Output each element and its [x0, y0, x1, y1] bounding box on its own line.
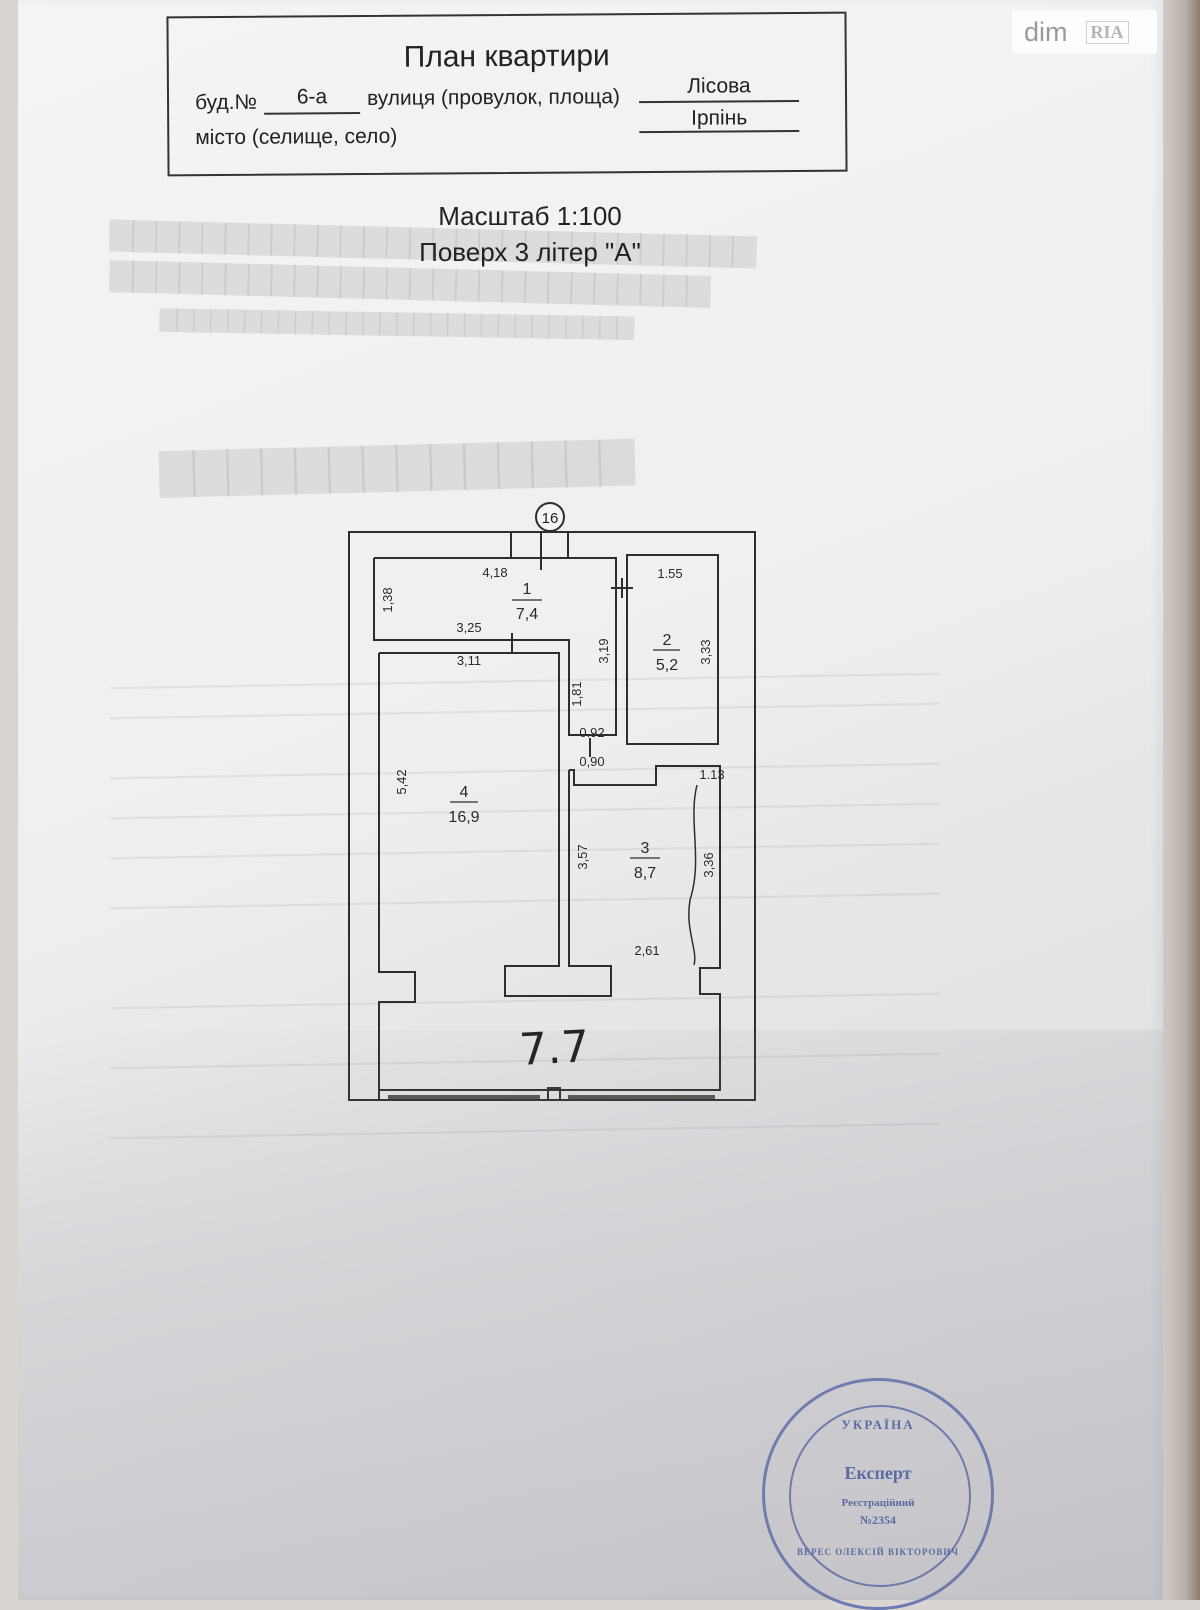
- room-1-area: 7,4: [516, 606, 538, 623]
- room-1-outline: [373, 557, 617, 736]
- stamp-role: Експерт: [844, 1463, 912, 1483]
- scale-text: Масштаб 1:100: [438, 201, 622, 231]
- dim-3-25: 3,25: [456, 620, 481, 635]
- stamp-reg-number: №2354: [859, 1513, 897, 1527]
- dim-1-13: 1.13: [699, 767, 724, 782]
- room-4-left-wall: [378, 653, 416, 1100]
- watermark-sub: RIA: [1085, 20, 1129, 44]
- floor-text: Поверх 3 літер "А": [419, 237, 641, 267]
- dim-5-42: 5,42: [394, 769, 409, 794]
- dim-4-18: 4,18: [482, 565, 507, 580]
- stamp-reg-label: Реєстраційний: [841, 1497, 915, 1509]
- axis-marker-label: 16: [542, 510, 559, 527]
- dim-0-92: 0.92: [579, 725, 604, 740]
- room-4-number: 4: [460, 784, 469, 801]
- watermark-brand: dim: [1024, 16, 1068, 47]
- dim-3-57: 3,57: [575, 844, 590, 869]
- dimria-watermark-logo: dim RIA: [1012, 10, 1157, 54]
- dim-3-11: 3,11: [457, 653, 481, 668]
- room-3-outline: [569, 765, 721, 1091]
- room-3-area: 8,7: [634, 865, 656, 882]
- room-4-outline: [379, 652, 612, 997]
- dim-1-81: 1,81: [569, 681, 584, 706]
- stamp-country: УКРАЇНА: [841, 1417, 915, 1432]
- dim-3-19: 3,19: [596, 638, 611, 663]
- dim-2-61: 2,61: [634, 943, 659, 958]
- expert-stamp: УКРАЇНА Експерт Реєстраційний №2354 ВЕРЕ…: [762, 1378, 994, 1610]
- dim-1-38: 1,38: [380, 587, 395, 612]
- scale-and-floor: Масштаб 1:100 Поверх 3 літер "А": [330, 198, 730, 270]
- room-4-area: 16,9: [448, 809, 479, 826]
- room-2-number: 2: [663, 632, 672, 649]
- dim-3-36: 3,36: [701, 852, 716, 877]
- dim-1-55: 1.55: [657, 566, 682, 581]
- stamp-inner-ring: [789, 1405, 971, 1587]
- room-3-number: 3: [641, 840, 650, 857]
- axis-marker-circle: [535, 502, 565, 532]
- dim-3-33: 3,33: [698, 639, 713, 664]
- room-2-area: 5,2: [656, 657, 678, 674]
- dim-0-90: 0,90: [579, 754, 604, 769]
- room-1-number: 1: [523, 581, 532, 598]
- room-2-outline: [626, 554, 719, 745]
- handwritten-note: 7.7: [518, 1021, 591, 1076]
- stamp-ring-text: ВЕРЕС ОЛЕКСІЙ ВІКТОРОВИЧ: [796, 1547, 960, 1557]
- background-edge: [1163, 0, 1200, 1600]
- document-page: [18, 0, 1163, 1600]
